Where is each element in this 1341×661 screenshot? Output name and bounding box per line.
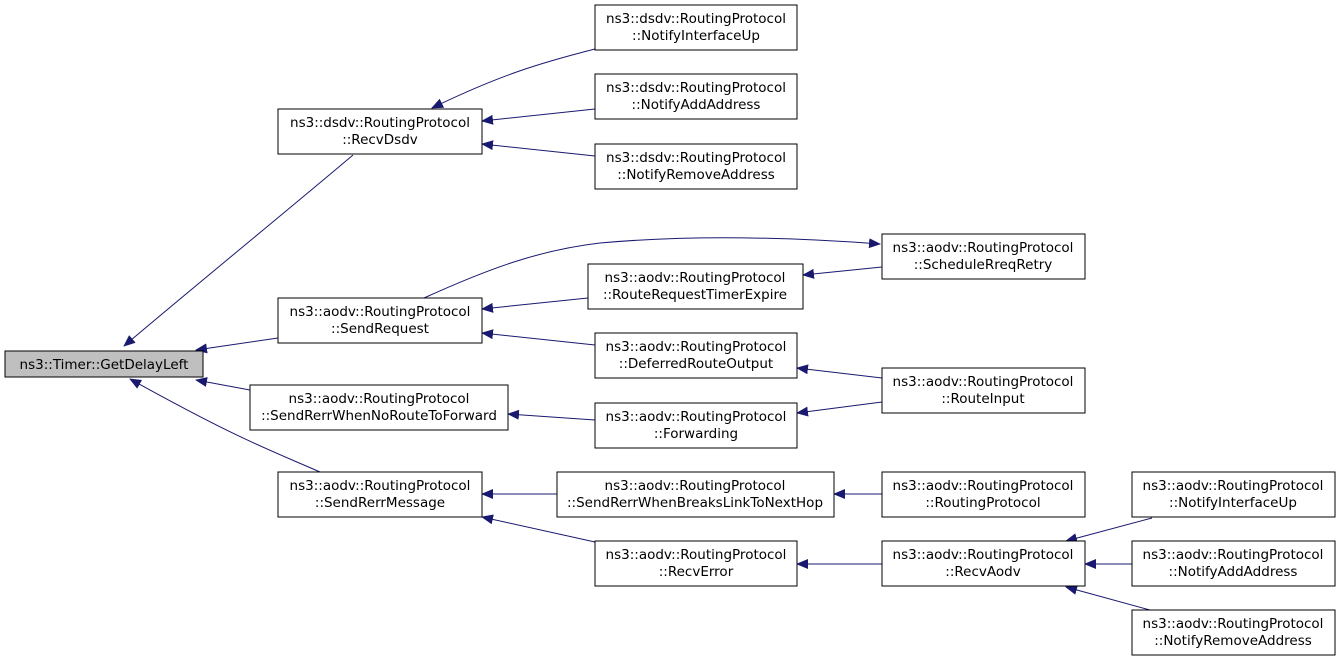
node-label: ::SendRerrMessage [315,495,445,511]
node-aodv-deferred[interactable]: ns3::aodv::RoutingProtocol ::DeferredRou… [594,332,798,379]
node-aodv-rerrmsg[interactable]: ns3::aodv::RoutingProtocol ::SendRerrMes… [277,471,483,518]
node-label: ::RecvError [659,564,734,580]
node-dsdv-addaddr[interactable]: ns3::dsdv::RoutingProtocol ::NotifyAddAd… [594,73,798,120]
node-label: ::RouteInput [941,391,1024,407]
node-label: ns3::aodv::RoutingProtocol [893,547,1074,563]
node-label: ns3::aodv::RoutingProtocol [289,391,470,407]
node-label: ::SendRequest [331,321,429,337]
node-label: ns3::aodv::RoutingProtocol [1143,478,1324,494]
node-label: ns3::Timer::GetDelayLeft [20,357,189,373]
node-label: ns3::aodv::RoutingProtocol [1143,616,1324,632]
edge-dsdv-ifup-to-dsdv-recv [431,48,596,109]
edge-dsdv-recv-to-root [123,154,354,347]
node-label: ns3::dsdv::RoutingProtocol [290,115,470,131]
edges [123,48,1153,611]
edge-aodv-rmaddr-to-aodv-recvaodv [1065,585,1151,611]
node-label: ::SendRerrWhenNoRouteToForward [261,408,497,424]
edge-aodv-rrtexp-to-aodv-sendreq [481,297,589,313]
node-aodv-ctor[interactable]: ns3::aodv::RoutingProtocol ::RoutingProt… [881,471,1086,518]
node-label: ::Forwarding [654,426,738,442]
edge-aodv-recverror-to-aodv-rerrmsg [481,514,596,543]
node-label: ::NotifyRemoveAddress [617,167,775,183]
node-label: ns3::aodv::RoutingProtocol [606,339,787,355]
node-label: ns3::dsdv::RoutingProtocol [606,11,786,27]
edge-aodv-schedrreq-to-aodv-sendreq [423,237,881,299]
node-label: ::NotifyAddAddress [632,97,761,113]
node-aodv-sendreq[interactable]: ns3::aodv::RoutingProtocol ::SendRequest [277,297,483,344]
node-dsdv-rmaddr[interactable]: ns3::dsdv::RoutingProtocol ::NotifyRemov… [594,143,798,190]
node-label: ::ScheduleRreqRetry [914,257,1053,273]
node-label: ::DeferredRouteOutput [619,356,773,372]
node-label: ns3::aodv::RoutingProtocol [893,374,1074,390]
node-aodv-forwarding[interactable]: ns3::aodv::RoutingProtocol ::Forwarding [594,402,798,449]
node-aodv-rerrbreaks[interactable]: ns3::aodv::RoutingProtocol ::SendRerrWhe… [556,471,835,518]
edge-aodv-rrtexp-to-aodv-schedrreq [802,266,883,279]
node-label: ::RecvDsdv [342,132,418,148]
node-label: ::NotifyRemoveAddress [1154,633,1312,649]
node-label: ::NotifyInterfaceUp [632,28,760,44]
edge-aodv-deferred-to-aodv-sendreq [481,329,596,346]
edge-aodv-ifup-to-aodv-recvaodv [1065,517,1153,543]
edge-dsdv-rmaddr-to-dsdv-recv [481,140,596,157]
node-root[interactable]: ns3::Timer::GetDelayLeft [4,350,204,378]
node-aodv-recvaodv[interactable]: ns3::aodv::RoutingProtocol ::RecvAodv [881,540,1086,587]
edge-aodv-rerrmsg-to-root [129,378,321,473]
node-dsdv-ifup[interactable]: ns3::dsdv::RoutingProtocol ::NotifyInter… [594,4,798,51]
edge-dsdv-addaddr-to-dsdv-recv [481,108,596,125]
node-aodv-routeinput[interactable]: ns3::aodv::RoutingProtocol ::RouteInput [881,367,1086,414]
node-aodv-addaddr[interactable]: ns3::aodv::RoutingProtocol ::NotifyAddAd… [1131,540,1336,587]
node-label: ::RouteRequestTimerExpire [603,287,787,303]
node-label: ns3::aodv::RoutingProtocol [290,304,471,320]
node-label: ::SendRerrWhenBreaksLinkToNextHop [567,495,823,511]
node-label: ::RoutingProtocol [925,495,1040,511]
edge-aodv-rerrnoroute-to-root [195,377,251,391]
edge-aodv-forwarding-to-aodv-rerrnoroute [507,409,596,421]
node-aodv-rrtexp[interactable]: ns3::aodv::RoutingProtocol ::RouteReques… [587,263,804,310]
node-label: ns3::aodv::RoutingProtocol [893,240,1074,256]
node-label: ::NotifyInterfaceUp [1169,495,1297,511]
node-label: ns3::dsdv::RoutingProtocol [606,80,786,96]
node-label: ns3::aodv::RoutingProtocol [290,478,471,494]
node-label: ns3::aodv::RoutingProtocol [893,478,1074,494]
node-label: ns3::dsdv::RoutingProtocol [606,150,786,166]
node-aodv-rmaddr[interactable]: ns3::aodv::RoutingProtocol ::NotifyRemov… [1131,609,1336,656]
node-label: ns3::aodv::RoutingProtocol [1143,547,1324,563]
node-aodv-recverror[interactable]: ns3::aodv::RoutingProtocol ::RecvError [594,540,798,587]
node-aodv-ifup[interactable]: ns3::aodv::RoutingProtocol ::NotifyInter… [1131,471,1336,518]
node-label: ns3::aodv::RoutingProtocol [605,478,786,494]
node-aodv-rerrnoroute[interactable]: ns3::aodv::RoutingProtocol ::SendRerrWhe… [249,384,509,431]
node-label: ns3::aodv::RoutingProtocol [606,547,787,563]
edge-aodv-routeinput-to-aodv-deferred [796,364,883,379]
node-aodv-schedrreq[interactable]: ns3::aodv::RoutingProtocol ::ScheduleRre… [881,233,1086,280]
nodes: ns3::Timer::GetDelayLeft ns3::dsdv::Rout… [4,4,1336,656]
node-label: ::RecvAodv [945,564,1020,580]
edge-aodv-sendreq-to-root [195,337,279,354]
node-label: ns3::aodv::RoutingProtocol [605,270,786,286]
node-dsdv-recv[interactable]: ns3::dsdv::RoutingProtocol ::RecvDsdv [277,108,483,155]
edge-aodv-routeinput-to-aodv-forwarding [796,401,883,417]
node-label: ::NotifyAddAddress [1169,564,1298,580]
node-label: ns3::aodv::RoutingProtocol [606,409,787,425]
